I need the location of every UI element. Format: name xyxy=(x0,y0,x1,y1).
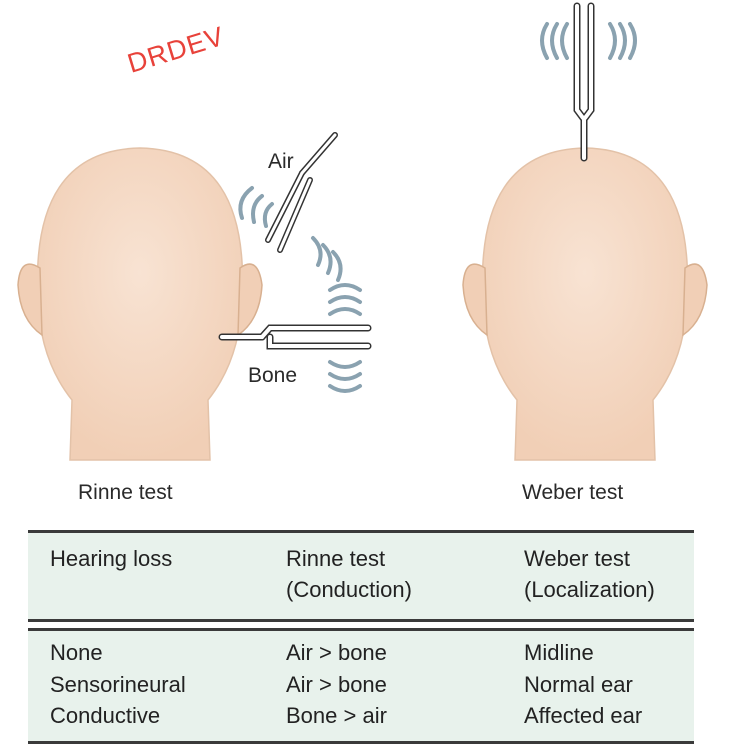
table-cell: Affected ear xyxy=(524,703,643,728)
table-header: Hearing loss Rinne test (Conduction) Web… xyxy=(28,530,694,622)
weber-head xyxy=(462,147,708,461)
table-cell: Normal ear xyxy=(524,672,633,697)
hearing-test-illustration xyxy=(17,2,708,461)
table-cell: Sensorineural xyxy=(50,672,186,697)
table-cell: Air > bone xyxy=(286,640,387,665)
air-label: Air xyxy=(268,150,294,173)
right-ear xyxy=(237,263,263,337)
table-cell: Midline xyxy=(524,640,594,665)
rinne-head xyxy=(17,147,263,461)
table-cell: Bone > air xyxy=(286,703,387,728)
left-ear xyxy=(17,263,43,337)
header-rinne-sub: (Conduction) xyxy=(286,577,412,602)
header-hearing-loss: Hearing loss xyxy=(50,546,173,571)
sound-waves xyxy=(238,22,637,393)
header-rinne: Rinne test xyxy=(286,546,386,571)
bone-label: Bone xyxy=(248,364,298,387)
table-cell: Conductive xyxy=(50,703,161,728)
header-weber: Weber test xyxy=(524,546,630,571)
weber-test-caption: Weber test xyxy=(522,481,624,504)
table-body: None Air > bone Midline Sensorineural Ai… xyxy=(28,628,694,744)
table-cell: Air > bone xyxy=(286,672,387,697)
table-cell: None xyxy=(50,640,103,665)
header-weber-sub: (Localization) xyxy=(524,577,655,602)
hearing-loss-table: Hearing loss Rinne test (Conduction) Web… xyxy=(28,530,694,744)
rinne-test-caption: Rinne test xyxy=(78,481,173,504)
